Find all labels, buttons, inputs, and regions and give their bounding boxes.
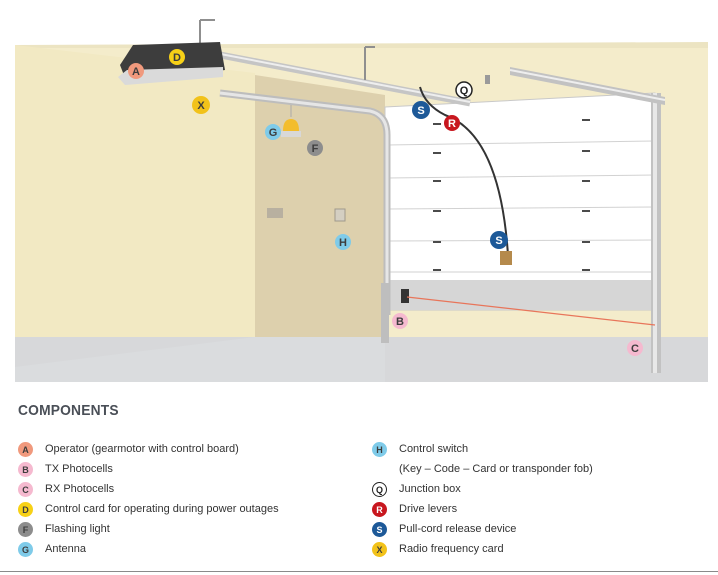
legend-item-h: H Control switch	[372, 440, 593, 460]
legend-label: Control card for operating during power …	[45, 503, 279, 515]
legend-badge-b: B	[18, 462, 33, 477]
legend-badge-g: G	[18, 542, 33, 557]
badge-G: G	[265, 124, 281, 140]
garage-door-diagram: A D X G F H S Q R S B C	[15, 15, 708, 382]
legend-label: Radio frequency card	[399, 543, 504, 555]
side-wall-shadow	[255, 75, 385, 337]
svg-text:B: B	[396, 316, 404, 328]
svg-text:S: S	[495, 235, 502, 247]
flashing-light	[281, 105, 301, 137]
badge-D: D	[169, 49, 185, 65]
legend-badge-q: Q	[372, 482, 387, 497]
bottom-divider	[0, 571, 718, 572]
legend-badge-x: X	[372, 542, 387, 557]
badge-S-cord: S	[490, 231, 508, 249]
garage-door	[219, 67, 666, 373]
legend-left: A Operator (gearmotor with control board)…	[18, 440, 279, 560]
operator-rail	[199, 19, 490, 107]
control-switch-box	[334, 208, 346, 222]
svg-text:H: H	[339, 237, 347, 249]
legend-sublabel: (Key – Code – Card or transponder fob)	[399, 463, 593, 475]
legend-label: Flashing light	[45, 523, 110, 535]
legend-item-q: Q Junction box	[372, 480, 593, 500]
badge-H: H	[335, 234, 351, 250]
legend-item-r: R Drive levers	[372, 500, 593, 520]
legend-label: Operator (gearmotor with control board)	[45, 443, 239, 455]
photocell-beam	[406, 296, 656, 326]
svg-text:G: G	[269, 127, 278, 139]
ceiling	[15, 42, 708, 48]
legend-label: RX Photocells	[45, 483, 115, 495]
badge-S-top: S	[412, 101, 430, 119]
legend-label: TX Photocells	[45, 463, 113, 475]
legend-label: Pull-cord release device	[399, 523, 517, 535]
badge-Q: Q	[455, 81, 473, 99]
svg-text:Q: Q	[460, 85, 469, 97]
svg-text:D: D	[173, 52, 181, 64]
left-wall	[15, 45, 255, 367]
release-handle	[500, 251, 512, 265]
legend-badge-h: H	[372, 442, 387, 457]
badge-B: B	[392, 313, 408, 329]
legend-badge-r: R	[372, 502, 387, 517]
legend-badge-d: D	[18, 502, 33, 517]
legend-item-f: F Flashing light	[18, 520, 279, 540]
legend-label: Drive levers	[399, 503, 458, 515]
svg-text:C: C	[631, 343, 639, 355]
svg-text:F: F	[312, 143, 319, 155]
svg-text:A: A	[132, 66, 140, 78]
badge-C: C	[627, 340, 643, 356]
floor-front	[15, 337, 385, 382]
legend-item-g: G Antenna	[18, 540, 279, 560]
legend-item-c: C RX Photocells	[18, 480, 279, 500]
badge-X: X	[192, 96, 210, 114]
legend-item-a: A Operator (gearmotor with control board)	[18, 440, 279, 460]
legend-label: Control switch	[399, 443, 469, 455]
legend-badge-f: F	[18, 522, 33, 537]
badge-A: A	[128, 63, 144, 79]
legend-badge-c: C	[18, 482, 33, 497]
legend-badge-a: A	[18, 442, 33, 457]
svg-text:X: X	[197, 100, 205, 112]
legend-item-s: S Pull-cord release device	[372, 520, 593, 540]
legend-label: Junction box	[399, 483, 461, 495]
legend-item-b: B TX Photocells	[18, 460, 279, 480]
legend-item-d: D Control card for operating during power…	[18, 500, 279, 520]
badge-F: F	[307, 140, 323, 156]
wall-plate	[267, 208, 283, 218]
legend-label: Antenna	[45, 543, 86, 555]
svg-text:S: S	[417, 105, 424, 117]
components-heading: COMPONENTS	[18, 402, 119, 419]
legend-item-x: X Radio frequency card	[372, 540, 593, 560]
badge-R: R	[444, 115, 460, 131]
legend-badge-s: S	[372, 522, 387, 537]
legend-right: H Control switch (Key – Code – Card or tra…	[372, 440, 593, 560]
svg-text:R: R	[448, 118, 456, 130]
